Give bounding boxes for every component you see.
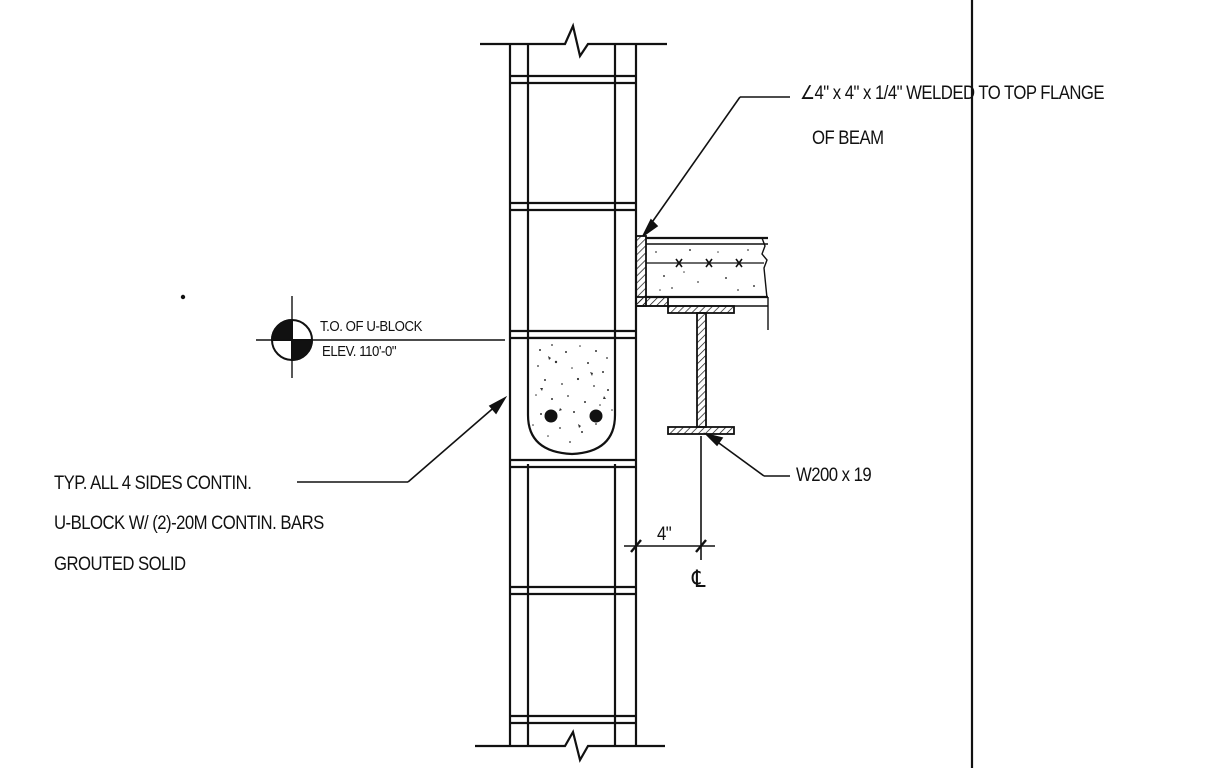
- dimension-text: 4": [657, 524, 672, 545]
- beam-size-label: W200 x 19: [796, 465, 872, 486]
- grout-speckle: [532, 344, 613, 443]
- dimension-4in: [624, 436, 715, 560]
- wall-bottom-break-line: [475, 729, 665, 763]
- wall-top-break-line: [480, 22, 667, 59]
- rebar-left: [544, 409, 558, 423]
- rebar-right: [589, 409, 603, 423]
- u-block-note-line3: GROUTED SOLID: [54, 554, 186, 575]
- elevation-label-line1: T.O. OF U-BLOCK: [320, 318, 422, 335]
- beam-web: [696, 312, 707, 428]
- beam-top-flange: [667, 305, 735, 314]
- leader-lines: [297, 96, 790, 483]
- centerline-symbol: ℄: [692, 566, 706, 593]
- elevation-target-symbol: [256, 296, 505, 378]
- u-block-note-line1: TYP. ALL 4 SIDES CONTIN.: [54, 473, 252, 494]
- angle-callout-text-line2: OF BEAM: [812, 128, 884, 149]
- angle-callout-text-line1: ∠4" x 4" x 1/4" WELDED TO TOP FLANGE: [800, 83, 1105, 104]
- steel-beam: [640, 297, 769, 435]
- u-block-grout: [526, 336, 617, 456]
- concrete-slab: [646, 236, 768, 299]
- steel-angle: [635, 235, 669, 307]
- stray-dot: [180, 294, 186, 300]
- beam-bottom-flange: [667, 426, 735, 435]
- u-block: [526, 336, 617, 456]
- elevation-label-line2: ELEV. 110'-0": [322, 343, 397, 360]
- u-block-note-line2: U-BLOCK W/ (2)-20M CONTIN. BARS: [54, 513, 324, 534]
